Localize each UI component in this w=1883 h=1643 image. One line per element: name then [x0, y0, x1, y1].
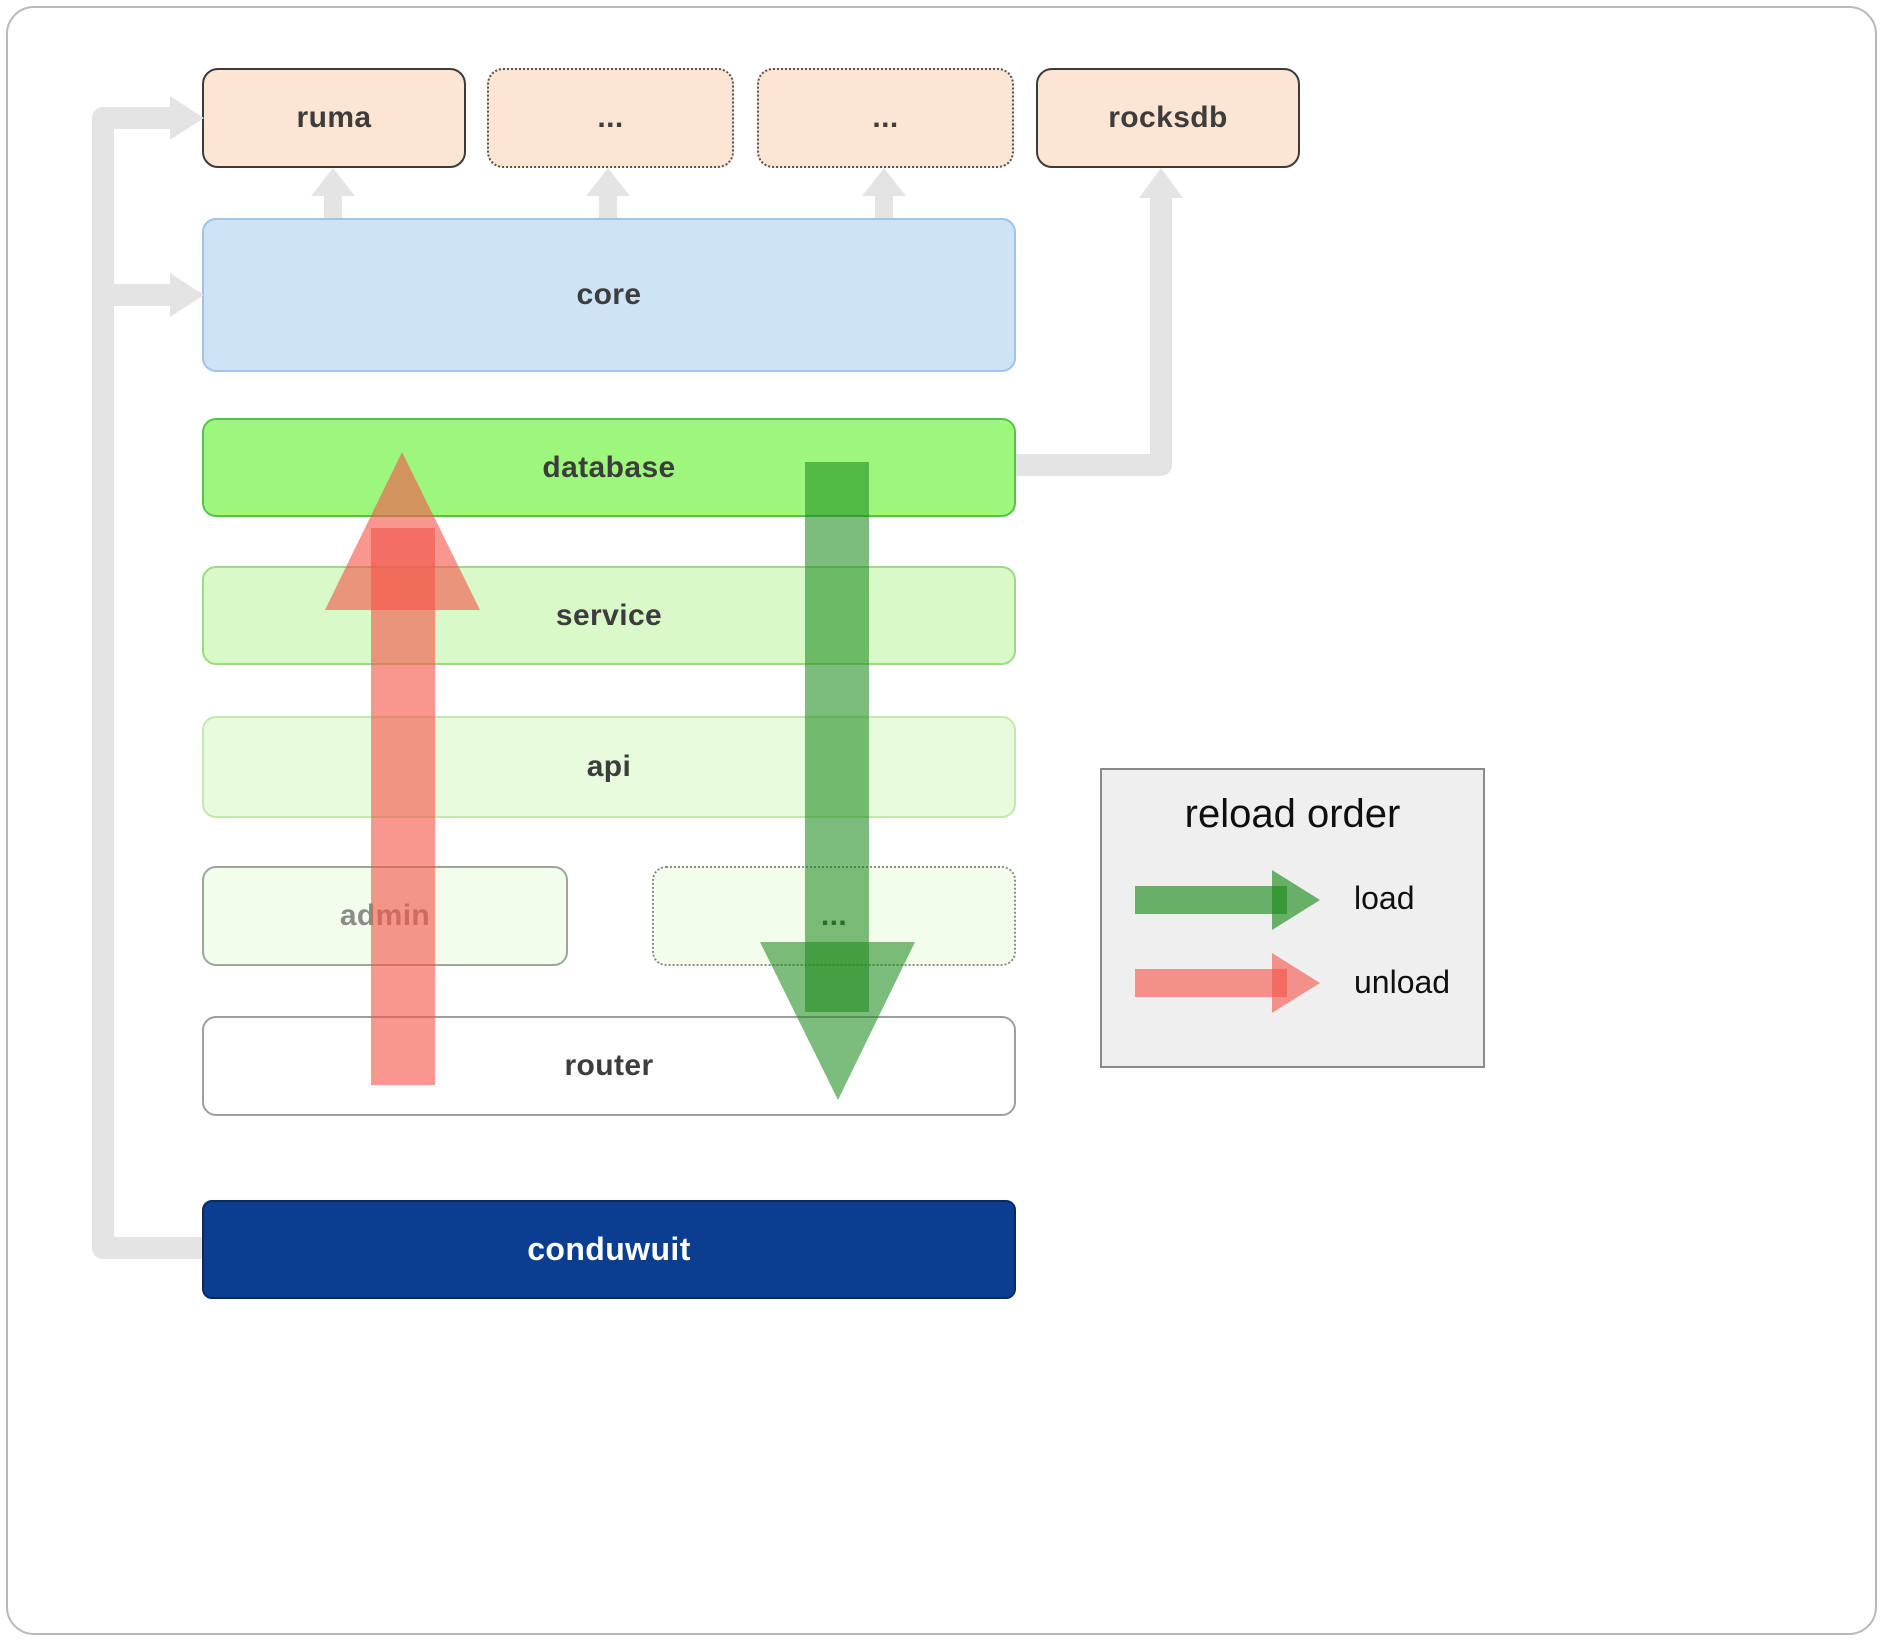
node-api: api: [202, 716, 1016, 818]
node-service-ellipsis: ...: [652, 866, 1016, 966]
node-api-label: api: [586, 750, 632, 783]
node-router-label: router: [564, 1049, 654, 1082]
legend-reload-order: reload order load unload: [1100, 768, 1485, 1068]
node-dependency-ellipsis-1: ...: [487, 68, 734, 168]
node-database: database: [202, 418, 1016, 517]
node-core: core: [202, 218, 1016, 372]
node-conduwuit: conduwuit: [202, 1200, 1016, 1299]
node-database-label: database: [542, 450, 676, 484]
node-admin: admin: [202, 866, 568, 966]
node-core-label: core: [576, 278, 642, 311]
node-ruma: ruma: [202, 68, 466, 168]
node-ruma-label: ruma: [296, 101, 372, 134]
legend-title: reload order: [1184, 792, 1401, 836]
node-dependency-ellipsis-2: ...: [757, 68, 1014, 168]
node-admin-label: admin: [339, 899, 431, 932]
node-dependency-ellipsis-1-label: ...: [597, 101, 624, 134]
node-dependency-ellipsis-2-label: ...: [872, 101, 899, 134]
node-router: router: [202, 1016, 1016, 1116]
node-rocksdb-label: rocksdb: [1108, 101, 1228, 134]
node-service-ellipsis-label: ...: [820, 899, 848, 932]
node-conduwuit-label: conduwuit: [527, 1231, 691, 1267]
node-rocksdb: rocksdb: [1036, 68, 1300, 168]
node-service-label: service: [555, 598, 663, 632]
legend-load-label: load: [1354, 880, 1415, 916]
node-service: service: [202, 566, 1016, 665]
legend-unload-label: unload: [1354, 964, 1451, 1000]
